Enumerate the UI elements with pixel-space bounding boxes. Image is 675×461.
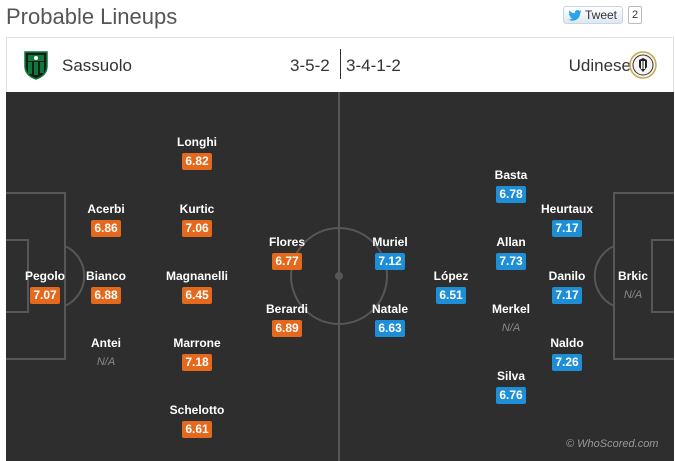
player-name: Kurtic bbox=[179, 202, 215, 216]
player-name: Natale bbox=[371, 302, 409, 316]
away-player[interactable]: Natale 6.63 bbox=[355, 302, 425, 337]
whoscored-credit[interactable]: © WhoScored.com bbox=[566, 438, 659, 450]
player-name: Longhi bbox=[177, 135, 217, 149]
away-formation: 3-4-1-2 bbox=[346, 56, 401, 75]
player-rating: 7.12 bbox=[375, 253, 405, 270]
home-team-name[interactable]: Sassuolo bbox=[62, 56, 132, 75]
away-player[interactable]: López 6.51 bbox=[416, 269, 486, 304]
away-player[interactable]: Heurtaux 7.17 bbox=[532, 202, 602, 237]
player-name: Marrone bbox=[173, 336, 221, 350]
udinese-crest-icon bbox=[629, 51, 657, 79]
home-player[interactable]: Schelotto 6.61 bbox=[162, 403, 232, 438]
home-player[interactable]: Magnanelli 6.45 bbox=[162, 269, 232, 304]
tweet-label: Tweet bbox=[585, 8, 618, 22]
pitch-markings bbox=[6, 92, 674, 461]
away-player[interactable]: Danilo 7.17 bbox=[532, 269, 602, 304]
home-formation: 3-5-2 bbox=[290, 56, 330, 75]
player-name: Pegolo bbox=[24, 269, 65, 283]
player-rating: 7.26 bbox=[552, 354, 582, 371]
player-rating: N/A bbox=[96, 356, 116, 368]
player-name: Muriel bbox=[372, 235, 408, 249]
player-name: Brkic bbox=[617, 269, 649, 283]
tweet-widget: Tweet 2 bbox=[563, 6, 643, 24]
home-player[interactable]: Antei N/A bbox=[71, 336, 141, 371]
player-rating: 6.82 bbox=[182, 153, 212, 170]
player-name: Heurtaux bbox=[540, 202, 593, 216]
player-rating: N/A bbox=[501, 322, 521, 334]
pitch: Longhi 6.82 Acerbi 6.86 Kurtic 7.06 Flor… bbox=[6, 92, 674, 461]
player-rating: 6.77 bbox=[272, 253, 302, 270]
tweet-count[interactable]: 2 bbox=[628, 6, 643, 24]
player-rating: 6.61 bbox=[182, 421, 212, 438]
player-rating: 6.51 bbox=[436, 287, 466, 304]
player-rating: N/A bbox=[623, 289, 643, 301]
teams-header: Sassuolo 3-5-2 3-4-1-2 Udinese bbox=[6, 37, 674, 92]
away-player[interactable]: Merkel N/A bbox=[476, 302, 546, 337]
player-rating: 6.45 bbox=[182, 287, 212, 304]
twitter-bird-icon bbox=[568, 9, 582, 21]
page-title: Probable Lineups bbox=[6, 4, 178, 29]
player-name: Acerbi bbox=[87, 202, 125, 216]
player-name: Naldo bbox=[550, 336, 584, 350]
away-player[interactable]: Muriel 7.12 bbox=[355, 235, 425, 270]
player-rating: 6.88 bbox=[91, 287, 121, 304]
player-name: Allan bbox=[496, 235, 526, 249]
player-name: Bianco bbox=[85, 269, 126, 283]
player-name: Berardi bbox=[265, 302, 309, 316]
player-rating: 6.63 bbox=[375, 320, 405, 337]
player-name: Magnanelli bbox=[165, 269, 228, 283]
player-name: Flores bbox=[268, 235, 305, 249]
player-name: Silva bbox=[496, 369, 526, 383]
player-name: Merkel bbox=[491, 302, 531, 316]
player-rating: 7.06 bbox=[182, 220, 212, 237]
away-player[interactable]: Brkic N/A bbox=[598, 269, 668, 304]
away-team-name[interactable]: Udinese bbox=[568, 56, 631, 75]
home-player[interactable]: Bianco 6.88 bbox=[71, 269, 141, 304]
formation-divider bbox=[340, 49, 341, 79]
player-rating: 6.78 bbox=[496, 186, 526, 203]
away-player[interactable]: Allan 7.73 bbox=[476, 235, 546, 270]
home-player[interactable]: Pegolo 7.07 bbox=[10, 269, 80, 304]
player-name: Basta bbox=[494, 168, 528, 182]
away-player[interactable]: Basta 6.78 bbox=[476, 168, 546, 203]
player-rating: 6.89 bbox=[272, 320, 302, 337]
tweet-button[interactable]: Tweet bbox=[563, 6, 624, 24]
player-rating: 7.73 bbox=[496, 253, 526, 270]
home-player[interactable]: Marrone 7.18 bbox=[162, 336, 232, 371]
player-rating: 6.86 bbox=[91, 220, 121, 237]
away-player[interactable]: Silva 6.76 bbox=[476, 369, 546, 404]
home-player[interactable]: Flores 6.77 bbox=[252, 235, 322, 270]
home-player[interactable]: Longhi 6.82 bbox=[162, 135, 232, 170]
player-name: Danilo bbox=[548, 269, 586, 283]
home-player[interactable]: Acerbi 6.86 bbox=[71, 202, 141, 237]
home-player[interactable]: Berardi 6.89 bbox=[252, 302, 322, 337]
away-player[interactable]: Naldo 7.26 bbox=[532, 336, 602, 371]
sassuolo-crest-icon bbox=[24, 51, 48, 80]
player-rating: 7.17 bbox=[552, 220, 582, 237]
player-rating: 7.17 bbox=[552, 287, 582, 304]
player-rating: 6.76 bbox=[496, 387, 526, 404]
player-rating: 7.07 bbox=[30, 287, 60, 304]
player-name: Antei bbox=[91, 336, 121, 350]
home-player[interactable]: Kurtic 7.06 bbox=[162, 202, 232, 237]
player-name: López bbox=[433, 269, 469, 283]
player-rating: 7.18 bbox=[182, 354, 212, 371]
player-name: Schelotto bbox=[169, 403, 225, 417]
